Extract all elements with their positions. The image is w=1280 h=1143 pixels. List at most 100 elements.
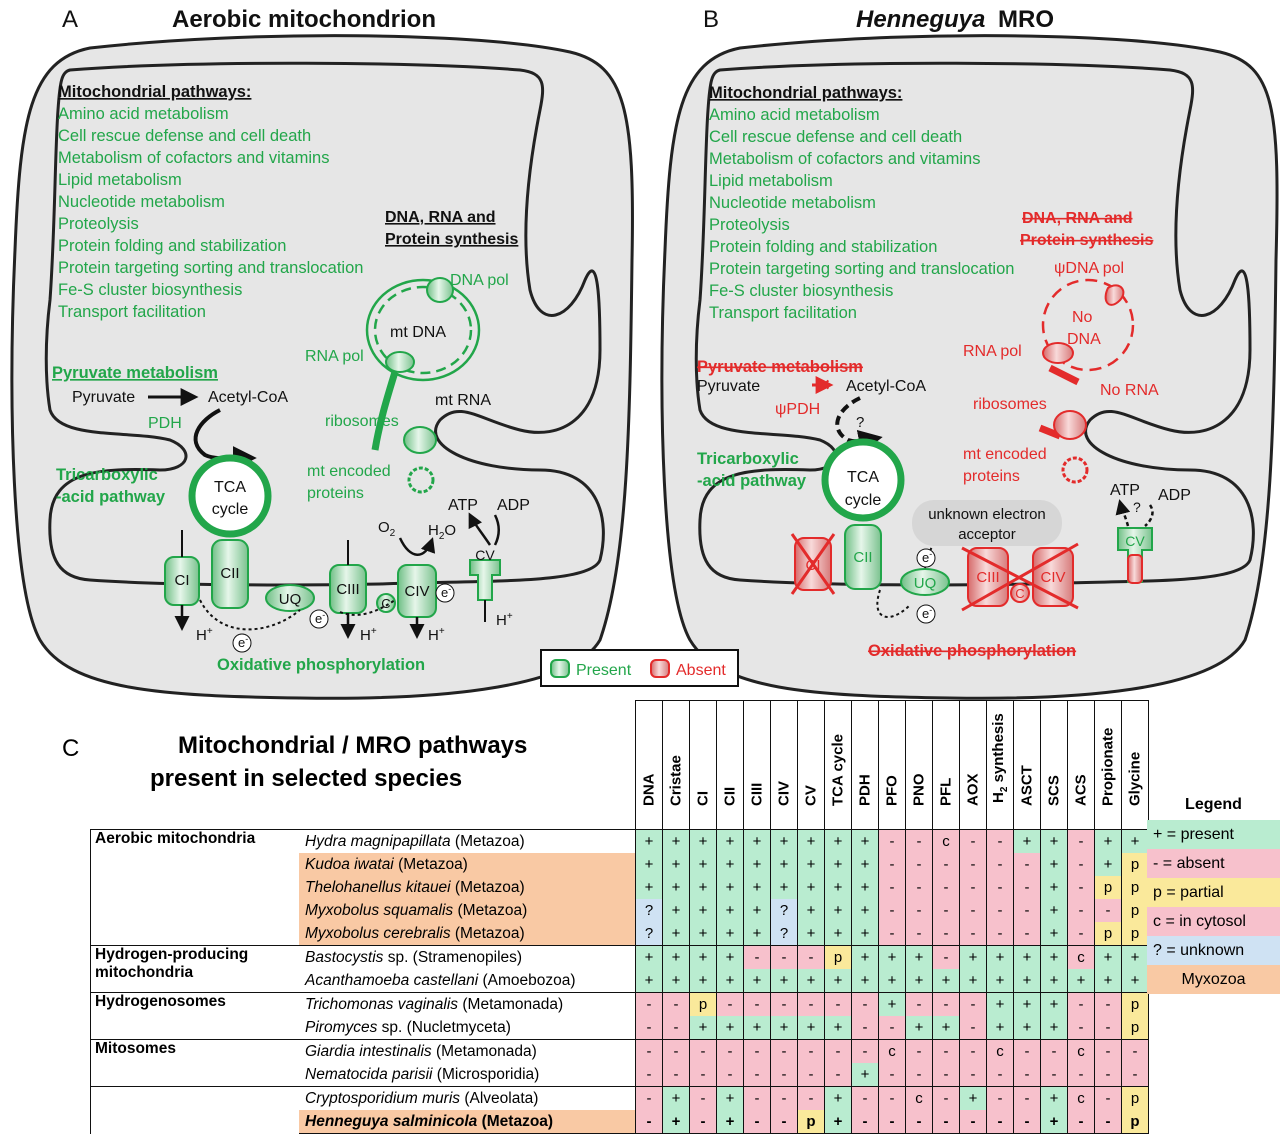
species-name: Acanthamoeba castellani (Amoebozoa) <box>305 971 576 989</box>
table-cell: + <box>797 829 825 853</box>
pathway-b-2: Metabolism of cofactors and vitamins <box>709 150 980 168</box>
table-cell: + <box>743 1016 771 1040</box>
mt-proteins-shape-a <box>407 466 435 494</box>
table-cell: c <box>878 1039 906 1063</box>
table-cell: + <box>905 969 933 993</box>
table-cell: + <box>716 969 744 993</box>
table-cell: + <box>689 969 717 993</box>
table-cell: + <box>689 829 717 853</box>
table-cell: + <box>824 853 852 876</box>
group-label: Hydrogenosomes <box>90 992 299 1040</box>
table-cell: + <box>1013 945 1041 969</box>
table-cell: - <box>1013 899 1041 922</box>
species-name: Henneguya salminicola (Metazoa) <box>299 1110 636 1134</box>
table-cell: - <box>905 876 933 899</box>
species-name: Kudoa iwatai (Metazoa) <box>299 853 636 876</box>
table-row: Henneguya salminicola (Metazoa)-+-+--p+-… <box>91 1110 1149 1134</box>
table-cell: p <box>1121 992 1149 1016</box>
column-header-label: PFO <box>883 775 901 806</box>
table-cell: + <box>716 1110 744 1134</box>
table-cell: p <box>797 1110 825 1134</box>
table-cell: + <box>986 969 1014 993</box>
table-cell: - <box>1013 922 1041 946</box>
civ-label-a: CIV <box>404 583 429 600</box>
table-cell: - <box>986 1086 1014 1110</box>
table-cell: - <box>1067 992 1095 1016</box>
pathway-b-5: Proteolysis <box>709 216 790 234</box>
table-cell: - <box>905 1039 933 1063</box>
rna-pol-label-a: RNA pol <box>305 348 364 365</box>
table-cell: - <box>851 1086 879 1110</box>
table-cell: + <box>635 853 663 876</box>
table-cell: - <box>905 1063 933 1087</box>
table-cell: + <box>635 945 663 969</box>
table-cell: + <box>1040 876 1068 899</box>
no-dna-circle-b <box>1041 278 1135 372</box>
column-header-1: Cristae <box>662 700 690 830</box>
table-cell: + <box>1094 853 1122 876</box>
table-cell: p <box>1121 876 1149 899</box>
complex-ii-b <box>844 524 882 590</box>
c-label-a: C <box>381 596 390 611</box>
species-name: Trichomonas vaginalis (Metamonada) <box>299 992 636 1016</box>
table-cell: - <box>1094 1110 1122 1134</box>
pathway-a-9: Transport facilitation <box>58 303 206 321</box>
ribosome-shape-a <box>403 426 437 454</box>
e-label-b-2: e- <box>922 605 932 621</box>
legend-c-unknown: ? = unknown <box>1147 936 1280 965</box>
table-cell: + <box>959 945 987 969</box>
acetyl-label-a: Acetyl-CoA <box>208 389 288 406</box>
table-cell: + <box>635 829 663 853</box>
column-header-15: SCS <box>1040 700 1068 830</box>
table-cell: + <box>689 945 717 969</box>
column-header-label: CII <box>721 786 739 806</box>
column-header-8: PDH <box>851 700 879 830</box>
table-cell: + <box>743 829 771 853</box>
table-cell: + <box>824 876 852 899</box>
table-cell: - <box>689 1063 717 1087</box>
table-cell: + <box>797 1016 825 1040</box>
table-cell: - <box>689 1039 717 1063</box>
table-cell: p <box>1121 899 1149 922</box>
table-cell: - <box>1094 1039 1122 1063</box>
species-name: Piromyces sp. (Nucletmyceta) <box>305 1018 511 1036</box>
table-cell: - <box>824 992 852 1016</box>
tca-label-b-2: -acid pathway <box>697 472 807 490</box>
tca-cycle-label-a-1: TCA <box>214 479 246 496</box>
legend-c-present: + = present <box>1147 820 1280 849</box>
cv-label-b: CV <box>1125 533 1145 549</box>
table-row: Piromyces sp. (Nucletmyceta)--++++++--++… <box>91 1016 1149 1040</box>
absent-label: Absent <box>676 662 726 679</box>
column-header-9: PFO <box>878 700 906 830</box>
mt-encoded-label-a-2: proteins <box>307 485 364 502</box>
table-cell: + <box>662 922 690 946</box>
no-dna-label-b-1: No <box>1072 309 1093 326</box>
table-cell: - <box>932 1063 960 1087</box>
rna-pol-shape-a <box>385 351 415 373</box>
table-cell: - <box>986 1063 1014 1087</box>
table-cell: + <box>986 1016 1014 1040</box>
group-label: Aerobic mitochondria <box>90 829 299 946</box>
unknown-label-b-1: unknown electron <box>928 506 1046 523</box>
legend-c-title: Legend <box>1185 796 1242 813</box>
table-cell: - <box>1013 1110 1041 1134</box>
table-cell: + <box>797 969 825 993</box>
table-cell: - <box>932 1039 960 1063</box>
panel-a: A Aerobic mitochondrion Mitochondrial pa… <box>10 6 634 700</box>
pathways-heading-b: Mitochondrial pathways: <box>709 84 902 102</box>
table-cell: + <box>1040 899 1068 922</box>
legend-c-partial: p = partial <box>1147 878 1280 907</box>
ribosome-shape-b <box>1053 410 1087 440</box>
cii-label-b: CII <box>853 549 872 566</box>
table-cell: - <box>1094 1063 1122 1087</box>
table-cell: - <box>905 922 933 946</box>
adp-label-a: ADP <box>497 497 530 514</box>
table-cell: - <box>905 829 933 853</box>
table-cell: + <box>1013 829 1041 853</box>
table-cell: + <box>716 1086 744 1110</box>
table-cell: - <box>743 1063 771 1087</box>
table-cell: + <box>851 969 879 993</box>
table-cell: - <box>878 853 906 876</box>
table-cell: + <box>1040 853 1068 876</box>
